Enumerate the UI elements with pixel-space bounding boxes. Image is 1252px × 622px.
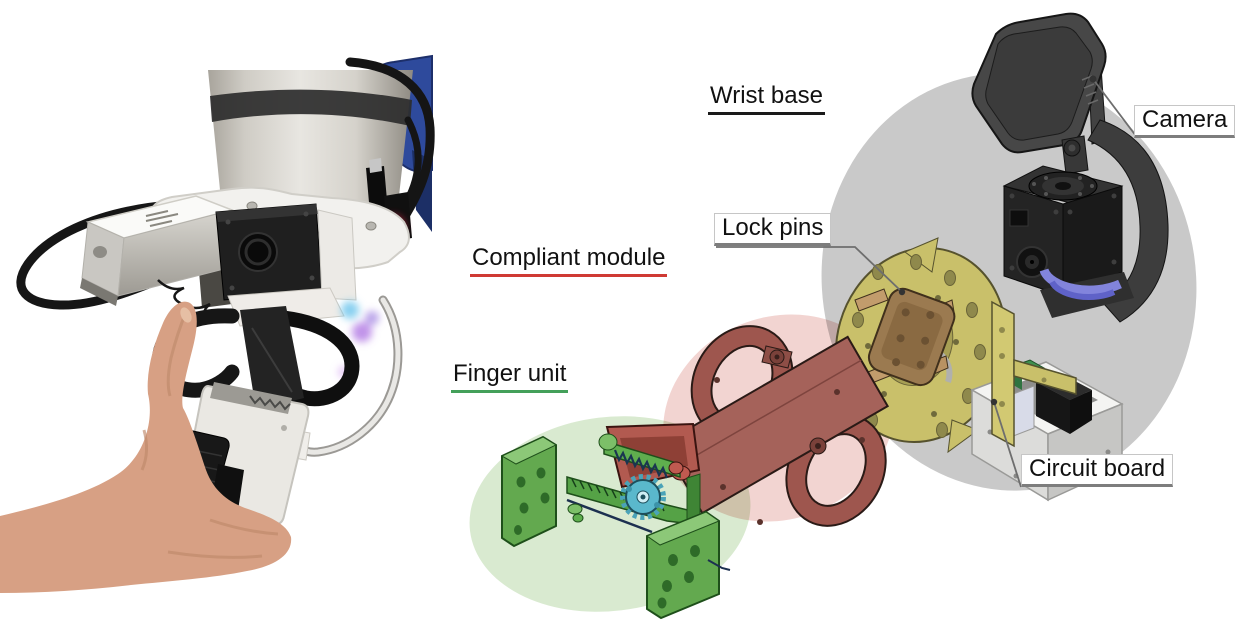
pinion-gear bbox=[620, 474, 666, 520]
label-lock-pins: Lock pins bbox=[714, 213, 832, 247]
lock-pins-leader bbox=[716, 246, 903, 293]
finger-unit-cad bbox=[500, 422, 731, 620]
label-wrist-base: Wrist base bbox=[708, 82, 825, 116]
leader-lines bbox=[716, 78, 1137, 488]
camera-leader bbox=[1092, 78, 1137, 137]
arm-dark-band bbox=[210, 89, 412, 126]
plate-side-wall bbox=[991, 300, 1077, 448]
compliant-module-cad bbox=[660, 325, 890, 527]
label-camera: Camera bbox=[1134, 105, 1236, 139]
circuit-board-leader bbox=[993, 401, 1022, 488]
gimbal-motor bbox=[1002, 119, 1169, 323]
servo-motor bbox=[215, 203, 357, 301]
lock-pin-bracket bbox=[854, 287, 956, 387]
label-circuit-board: Circuit board bbox=[1021, 454, 1174, 488]
gripper-photo bbox=[0, 54, 435, 593]
human-hand bbox=[0, 301, 292, 593]
led-glows bbox=[338, 301, 379, 378]
bearing-ring-blue bbox=[1039, 268, 1122, 295]
label-compliant-module: Compliant module bbox=[470, 244, 668, 278]
barrel-connector bbox=[366, 166, 388, 214]
label-finger-unit: Finger unit bbox=[451, 360, 569, 394]
cad-diagram bbox=[469, 12, 1197, 620]
camera-lid bbox=[971, 12, 1107, 175]
